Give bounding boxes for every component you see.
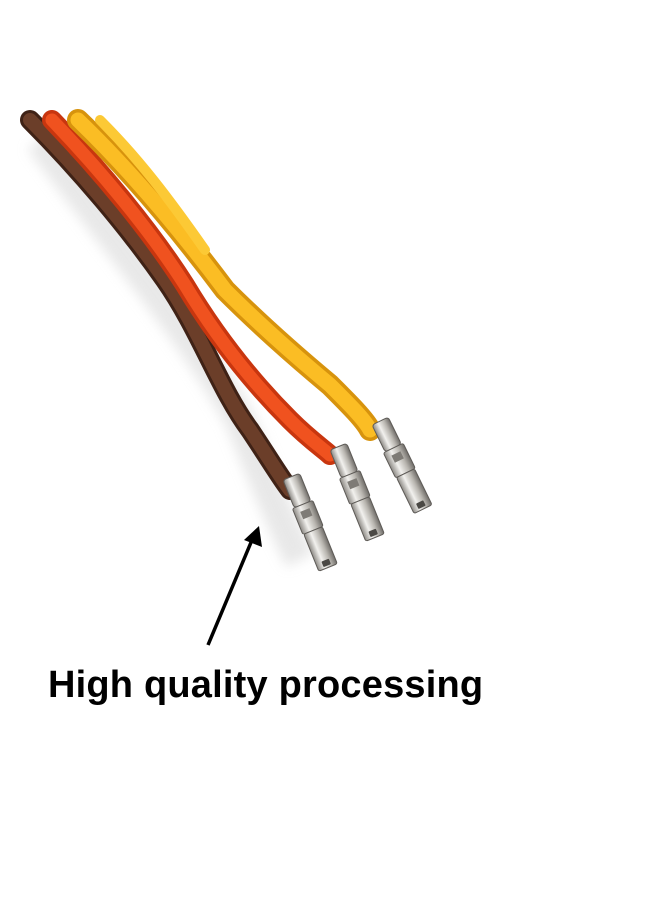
terminal-yellow <box>372 417 432 514</box>
red-wire <box>42 110 340 465</box>
brown-wire <box>20 110 300 500</box>
terminal-brown <box>283 473 338 572</box>
caption-text: High quality processing <box>48 664 484 706</box>
arrow-icon <box>206 526 262 646</box>
terminal-red <box>330 443 385 542</box>
yellow-wire <box>67 109 381 441</box>
